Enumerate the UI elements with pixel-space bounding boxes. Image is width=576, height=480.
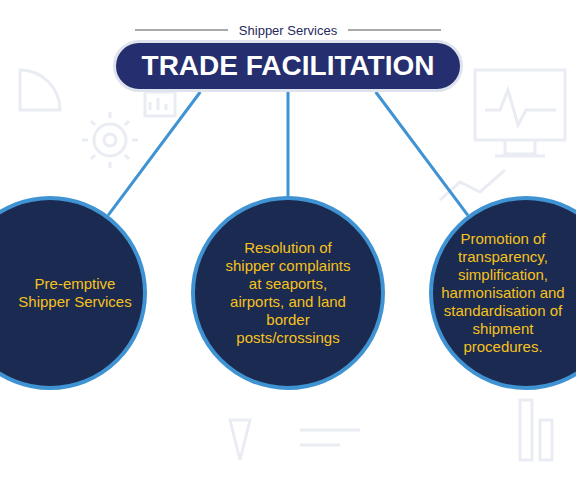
connector-line (287, 92, 290, 196)
circle-label: Resolution of shipper complaints at seap… (222, 239, 354, 347)
title-pill: TRADE FACILITATION (113, 40, 464, 92)
pill-label: TRADE FACILITATION (142, 50, 435, 82)
topic-circle: Pre-emptive Shipper Services (0, 196, 147, 390)
circle-label: Pre-emptive Shipper Services (10, 275, 140, 311)
topic-circle: Resolution of shipper complaints at seap… (191, 196, 385, 390)
topic-circle: Promotion of transparency, simplificatio… (429, 196, 576, 390)
connector-line (108, 92, 200, 215)
connector-line (376, 92, 468, 215)
circle-label: Promotion of transparency, simplificatio… (440, 230, 566, 356)
heading: Shipper Services (239, 23, 337, 38)
